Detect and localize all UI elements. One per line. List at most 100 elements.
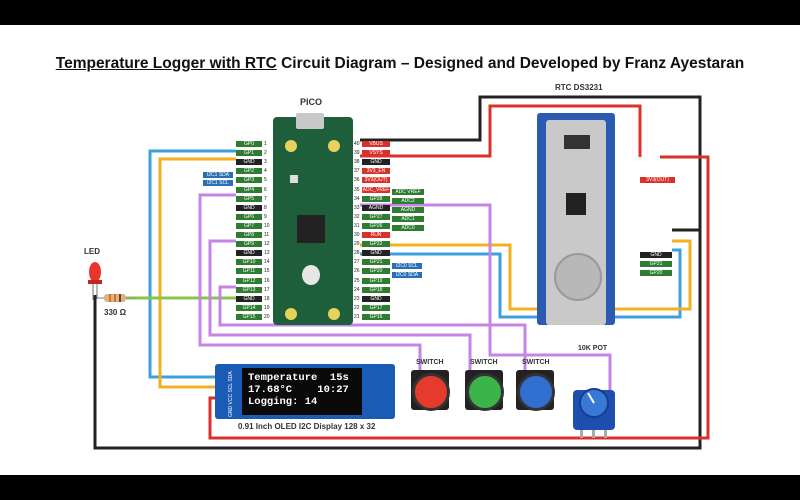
pico-pin-number-left: 1 <box>264 141 267 147</box>
pico-pin-right: GP19 <box>362 277 390 284</box>
pico-pin-number-left: 4 <box>264 168 267 175</box>
pico-label-adc0: ADC0 <box>392 225 424 231</box>
pico-chip <box>297 215 325 243</box>
pico-pin-left: GP3 <box>236 177 262 184</box>
pico-pin-left: GP6 <box>236 213 262 220</box>
coin-battery-icon <box>554 253 602 301</box>
switch-3-blue[interactable] <box>517 373 555 411</box>
pot-pin-1 <box>580 430 583 438</box>
pico-pin-number-right: 33 <box>354 204 360 211</box>
pico-pin-number-right: 26 <box>354 268 360 275</box>
pico-pin-left: GP7 <box>236 222 262 229</box>
pico-pin-number-right: 31 <box>354 222 360 229</box>
resistor-band-3 <box>119 294 121 302</box>
pico-pin-left: GND <box>236 250 262 257</box>
wiring <box>88 95 710 450</box>
rtc-chip <box>566 193 586 215</box>
pico-pin-right: GP28 <box>362 195 390 202</box>
switch-1-red[interactable] <box>412 373 450 411</box>
raspberry-logo-icon <box>302 265 320 285</box>
pico-pin-right: 3V3(OUT) <box>362 177 390 184</box>
pico-pin-number-right: 22 <box>354 304 360 311</box>
bootsel-button <box>290 175 298 183</box>
pico-pin-left: GP12 <box>236 277 262 284</box>
pico-label: PICO <box>300 97 323 107</box>
oled-line-1: Temperature 15s <box>248 372 349 384</box>
pico-pin-left: GP0 <box>236 141 262 147</box>
pico-mount-hole-tr <box>328 140 340 152</box>
pico-pin-number-right: 29 <box>354 241 360 248</box>
pico-pin-right: VBUS <box>362 141 390 147</box>
pot-indicator <box>587 392 595 404</box>
pico-pin-right: GP22 <box>362 241 390 248</box>
pico-pin-number-left: 3 <box>264 159 267 166</box>
pico-pin-number-right: 34 <box>354 195 360 202</box>
page-title: Temperature Logger with RTC Circuit Diag… <box>0 55 800 73</box>
pico-mount-hole-bl <box>285 308 297 320</box>
rtc-pin-gp21: GP21 <box>640 261 672 267</box>
pico-mount-hole-tl <box>285 140 297 152</box>
usb-connector <box>296 113 324 129</box>
resistor-label: 330 Ω <box>104 308 126 317</box>
pico-pin-left: GP5 <box>236 195 262 202</box>
pico-pin-number-left: 6 <box>264 186 267 193</box>
pico-pin-right: GND <box>362 159 390 166</box>
pico-label-i2c0-scl: I2C0 SCL <box>392 263 422 269</box>
pico-pin-number-right: 23 <box>354 295 360 302</box>
pico-pin-number-left: 15 <box>264 268 270 275</box>
pico-pin-number-left: 8 <box>264 204 267 211</box>
pico-pin-number-left: 10 <box>264 222 270 229</box>
pico-pin-right: GND <box>362 295 390 302</box>
pico-pin-number-right: 40 <box>354 141 360 147</box>
oled-line-3: Logging: 14 <box>248 396 318 408</box>
pico-pin-number-right: 30 <box>354 232 360 238</box>
pico-pin-number-left: 5 <box>264 177 267 184</box>
pico-pin-right: GP26 <box>362 222 390 229</box>
pico-pin-number-right: 35 <box>354 186 360 193</box>
oled-line-2: 17.68°C 10:27 <box>248 384 349 396</box>
pico-pin-right: VSYS <box>362 150 390 157</box>
pico-pin-number-right: 25 <box>354 277 360 284</box>
pico-pin-left: GP14 <box>236 304 262 311</box>
rtc-pin-3v3: 3V3(OUT) <box>640 177 675 183</box>
wire-gnd-rtc-top <box>360 95 702 232</box>
wire-sda-rtc <box>360 248 682 319</box>
pico-pin-left: GP2 <box>236 168 262 175</box>
pico-pin-left: GND <box>236 204 262 211</box>
title-underlined: Temperature Logger with RTC <box>55 55 277 72</box>
pico-pin-number-right: 39 <box>354 150 360 157</box>
switch-2-green[interactable] <box>466 373 504 411</box>
pico-pin-left: GP8 <box>236 232 262 238</box>
wire-3v3-right <box>208 155 710 440</box>
wire-switch-2 <box>208 239 472 385</box>
pico-pin-number-left: 2 <box>264 150 267 157</box>
pico-pin-right: GP21 <box>362 259 390 266</box>
title-rest: Circuit Diagram – Designed and Developed… <box>276 55 745 72</box>
pico-pin-left: GP4 <box>236 186 262 193</box>
wire-switch-3 <box>218 285 527 385</box>
slide: Temperature Logger with RTC Circuit Diag… <box>0 25 800 475</box>
resistor-band-2 <box>114 294 116 302</box>
oled-pin-labels: GND VCC SCL SDA <box>228 371 234 417</box>
pico-mount-hole-br <box>328 308 340 320</box>
pico-pin-left: GND <box>236 159 262 166</box>
wire-gnd-bottom <box>93 230 702 450</box>
pico-pin-left: GND <box>236 295 262 302</box>
pico-pin-right: GP27 <box>362 213 390 220</box>
pico-pin-number-right: 38 <box>354 159 360 166</box>
led-base <box>88 280 102 284</box>
pico-pin-right: RUN <box>362 232 390 238</box>
pico-pin-number-left: 17 <box>264 286 270 293</box>
pico-pin-left: GP1 <box>236 150 262 157</box>
pico-label-adc2: ADC2 <box>392 198 424 204</box>
pico-label-adc1: ADC1 <box>392 216 424 222</box>
resistor-band-1 <box>109 294 111 302</box>
pico-pin-number-right: 37 <box>354 168 360 175</box>
wire-sda-oled <box>148 149 236 379</box>
pico-pin-number-left: 20 <box>264 313 270 320</box>
pico-pin-number-left: 11 <box>264 232 270 238</box>
pico-pin-number-left: 13 <box>264 250 270 257</box>
pico-pin-left: GP9 <box>236 241 262 248</box>
pot-pin-3 <box>604 430 607 438</box>
pico-pin-right: AGND <box>362 204 390 211</box>
